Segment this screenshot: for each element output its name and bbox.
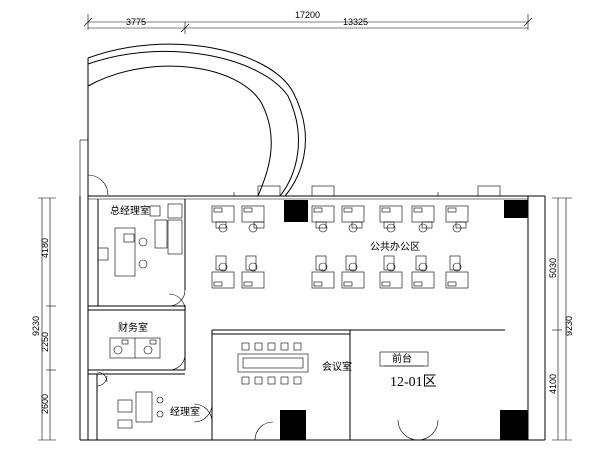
dim-left-2: 2250 [40, 332, 50, 352]
chair [218, 262, 228, 272]
column [500, 410, 528, 440]
workstation-desk [379, 205, 403, 223]
manager-office-furniture: 经理室 [117, 391, 200, 429]
zone-label: 12-01区 [390, 374, 437, 390]
room-label-manager: 经理室 [170, 405, 200, 418]
meeting-chair [280, 376, 289, 385]
workstation-desk [411, 271, 435, 289]
room-label-open-office: 公共办公区 [370, 240, 420, 253]
dim-left-total: 9230 [31, 316, 41, 336]
room-label-meeting: 会议室 [322, 360, 352, 373]
workstation-desk [341, 205, 365, 223]
chair [248, 262, 258, 272]
meeting-chair [293, 376, 302, 385]
room-label-finance: 财务室 [118, 321, 148, 334]
dim-right-1: 5030 [548, 258, 558, 278]
meeting-chair [267, 376, 276, 385]
workstation-desk [211, 205, 235, 223]
workstation-desk [411, 205, 435, 223]
dim-right-2: 4100 [548, 374, 558, 394]
chair [452, 262, 462, 272]
meeting-chair [280, 342, 289, 351]
columns [280, 200, 528, 440]
column [284, 200, 308, 222]
window-bays [233, 185, 501, 197]
dim-right-total: 9230 [564, 316, 574, 336]
outer-walls [79, 195, 546, 441]
dim-top-left: 3775 [126, 17, 146, 27]
workstation-desk [211, 271, 235, 289]
workstation-cluster [211, 205, 469, 289]
curved-balcony [79, 43, 306, 197]
workstation-desk [445, 205, 469, 223]
column [504, 200, 528, 218]
dim-top-total: 17200 [295, 10, 320, 20]
workstation-desk [241, 205, 265, 223]
room-label-reception: 前台 [392, 352, 412, 365]
workstation-desk [241, 271, 265, 289]
meeting-chair [241, 342, 250, 351]
interior-walls [88, 199, 505, 440]
doors [96, 289, 439, 441]
meeting-room-furniture: 会议室 [237, 342, 352, 385]
finance-office-furniture: 财务室 [109, 321, 161, 359]
dim-left-1: 4180 [40, 238, 50, 258]
workstation-desk [311, 205, 335, 223]
chair [418, 262, 428, 272]
workstation-desk [341, 271, 365, 289]
meeting-chair [241, 376, 250, 385]
chair [318, 262, 328, 272]
left-dimension: 4180 2250 2600 9230 [31, 197, 56, 441]
gm-office-furniture: 总经理室 [97, 203, 183, 277]
dim-left-3: 2600 [40, 394, 50, 414]
meeting-chair [293, 342, 302, 351]
right-dimension: 5030 4100 9230 [548, 197, 574, 441]
room-label-general-manager: 总经理室 [110, 204, 150, 217]
reception-furniture: 前台 12-01区 [379, 351, 437, 390]
chair [348, 262, 358, 272]
workstation-desk [379, 271, 403, 289]
meeting-chair [254, 342, 263, 351]
workstation-desk [311, 271, 335, 289]
meeting-chair [267, 342, 276, 351]
chair [386, 262, 396, 272]
dim-top-right: 13325 [343, 17, 368, 27]
meeting-chair [254, 376, 263, 385]
column [280, 410, 306, 440]
top-dimension: 17200 3775 13325 [83, 10, 533, 34]
workstation-desk [445, 271, 469, 289]
